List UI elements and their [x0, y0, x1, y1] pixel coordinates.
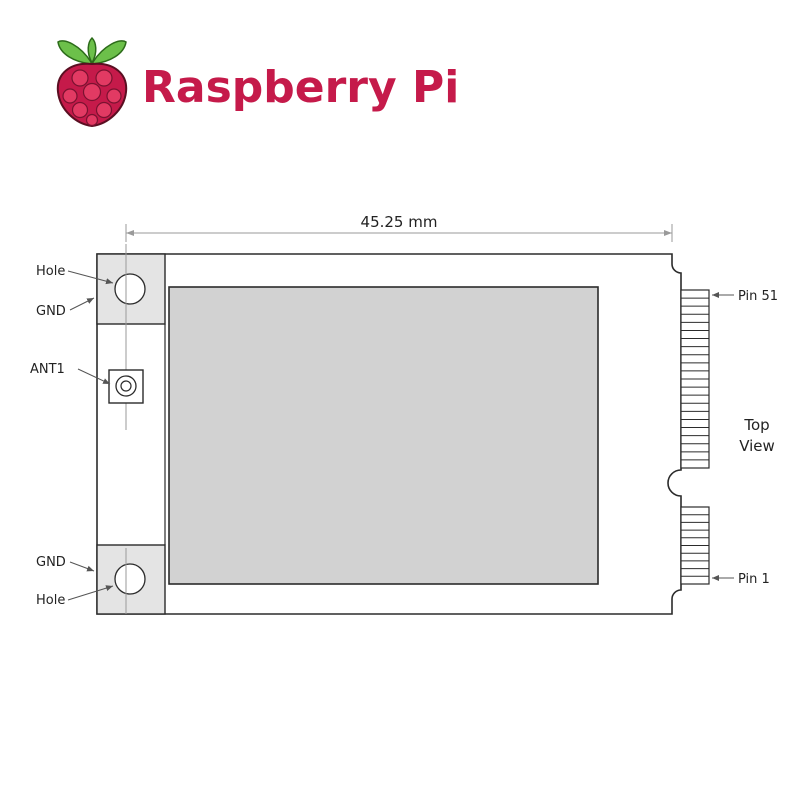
brand-header: Raspberry Pi	[56, 36, 459, 128]
raspberry-logo-icon	[56, 36, 128, 128]
dimension-label: 45.25 mm	[361, 213, 438, 231]
callouts-left: Hole GND ANT1 GND Hole	[30, 264, 114, 608]
callouts-right: Pin 51 Top View Pin 1	[712, 289, 778, 587]
rf-shield	[168, 286, 599, 585]
label-ant1: ANT1	[30, 362, 65, 377]
edge-connector-upper	[680, 289, 710, 469]
label-pin-51: Pin 51	[738, 289, 778, 304]
mounting-hole-top	[96, 253, 166, 325]
label-gnd-top: GND	[36, 304, 66, 319]
label-gnd-bottom: GND	[36, 555, 66, 570]
label-pin-1: Pin 1	[738, 572, 770, 587]
label-hole-top: Hole	[36, 264, 65, 279]
label-hole-bottom: Hole	[36, 593, 65, 608]
brand-name: Raspberry Pi	[142, 62, 459, 113]
mounting-hole-bottom	[96, 544, 166, 615]
edge-connector-lower	[680, 506, 710, 585]
ant1-connector	[108, 369, 144, 404]
dimension-indicator: 45.25 mm	[125, 213, 673, 242]
label-view-line1: Top	[743, 416, 769, 434]
label-view-line2: View	[739, 437, 775, 455]
